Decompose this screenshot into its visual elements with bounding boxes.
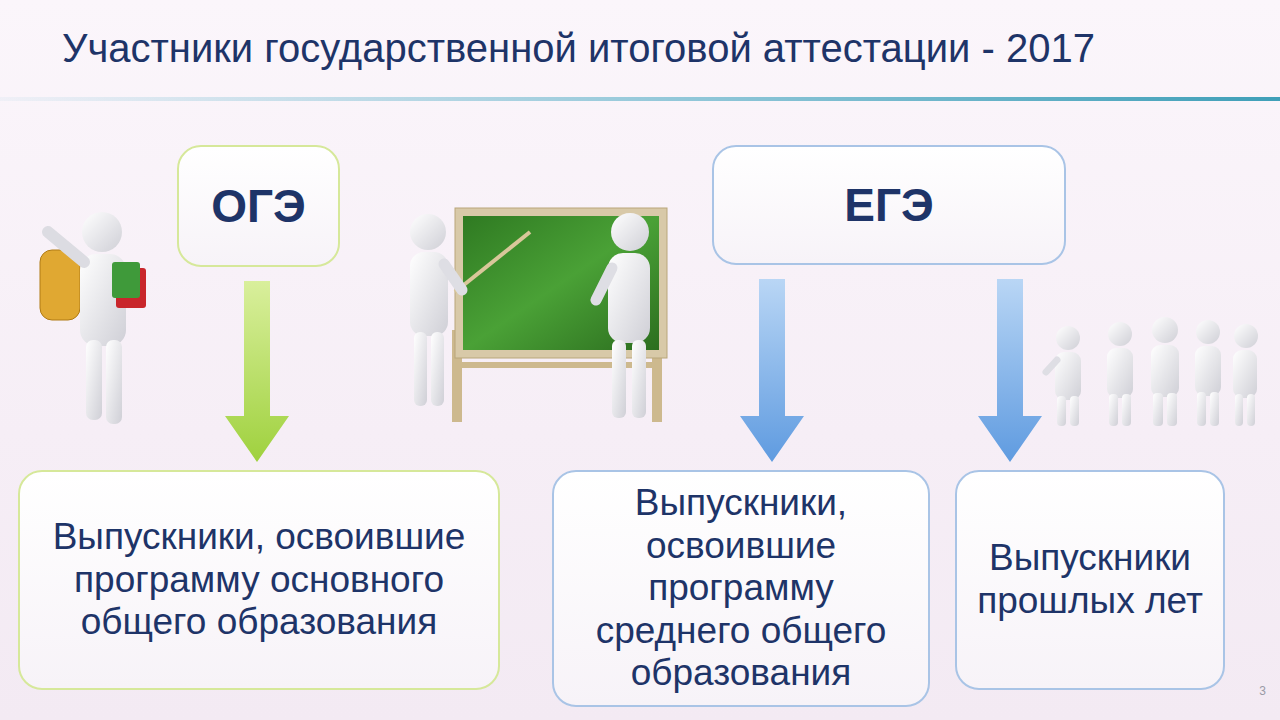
title-rule: [0, 97, 1280, 101]
participant-box: Выпускники, освоившие программу среднего…: [552, 470, 930, 707]
block-arrow: [740, 279, 804, 462]
slide-title: Участники государственной итоговой аттес…: [62, 26, 1095, 71]
node-text: ОГЭ: [211, 180, 306, 233]
group-figures: [1046, 317, 1258, 426]
node-text: Выпускники, освоившие программу основног…: [34, 516, 484, 644]
node-text: Выпускники, освоившие программу среднего…: [568, 482, 914, 695]
exam-box: ОГЭ: [177, 145, 340, 267]
chalkboard: [410, 208, 667, 422]
participant-box: Выпускники, освоившие программу основног…: [18, 470, 500, 690]
student-figure: [40, 212, 146, 424]
node-text: ЕГЭ: [844, 179, 933, 232]
exam-box: ЕГЭ: [712, 145, 1066, 265]
block-arrow: [978, 279, 1042, 462]
node-text: Выпускники прошлых лет: [971, 537, 1209, 622]
block-arrow: [225, 281, 289, 462]
participant-box: Выпускники прошлых лет: [955, 470, 1225, 690]
page-number: 3: [1259, 684, 1266, 698]
